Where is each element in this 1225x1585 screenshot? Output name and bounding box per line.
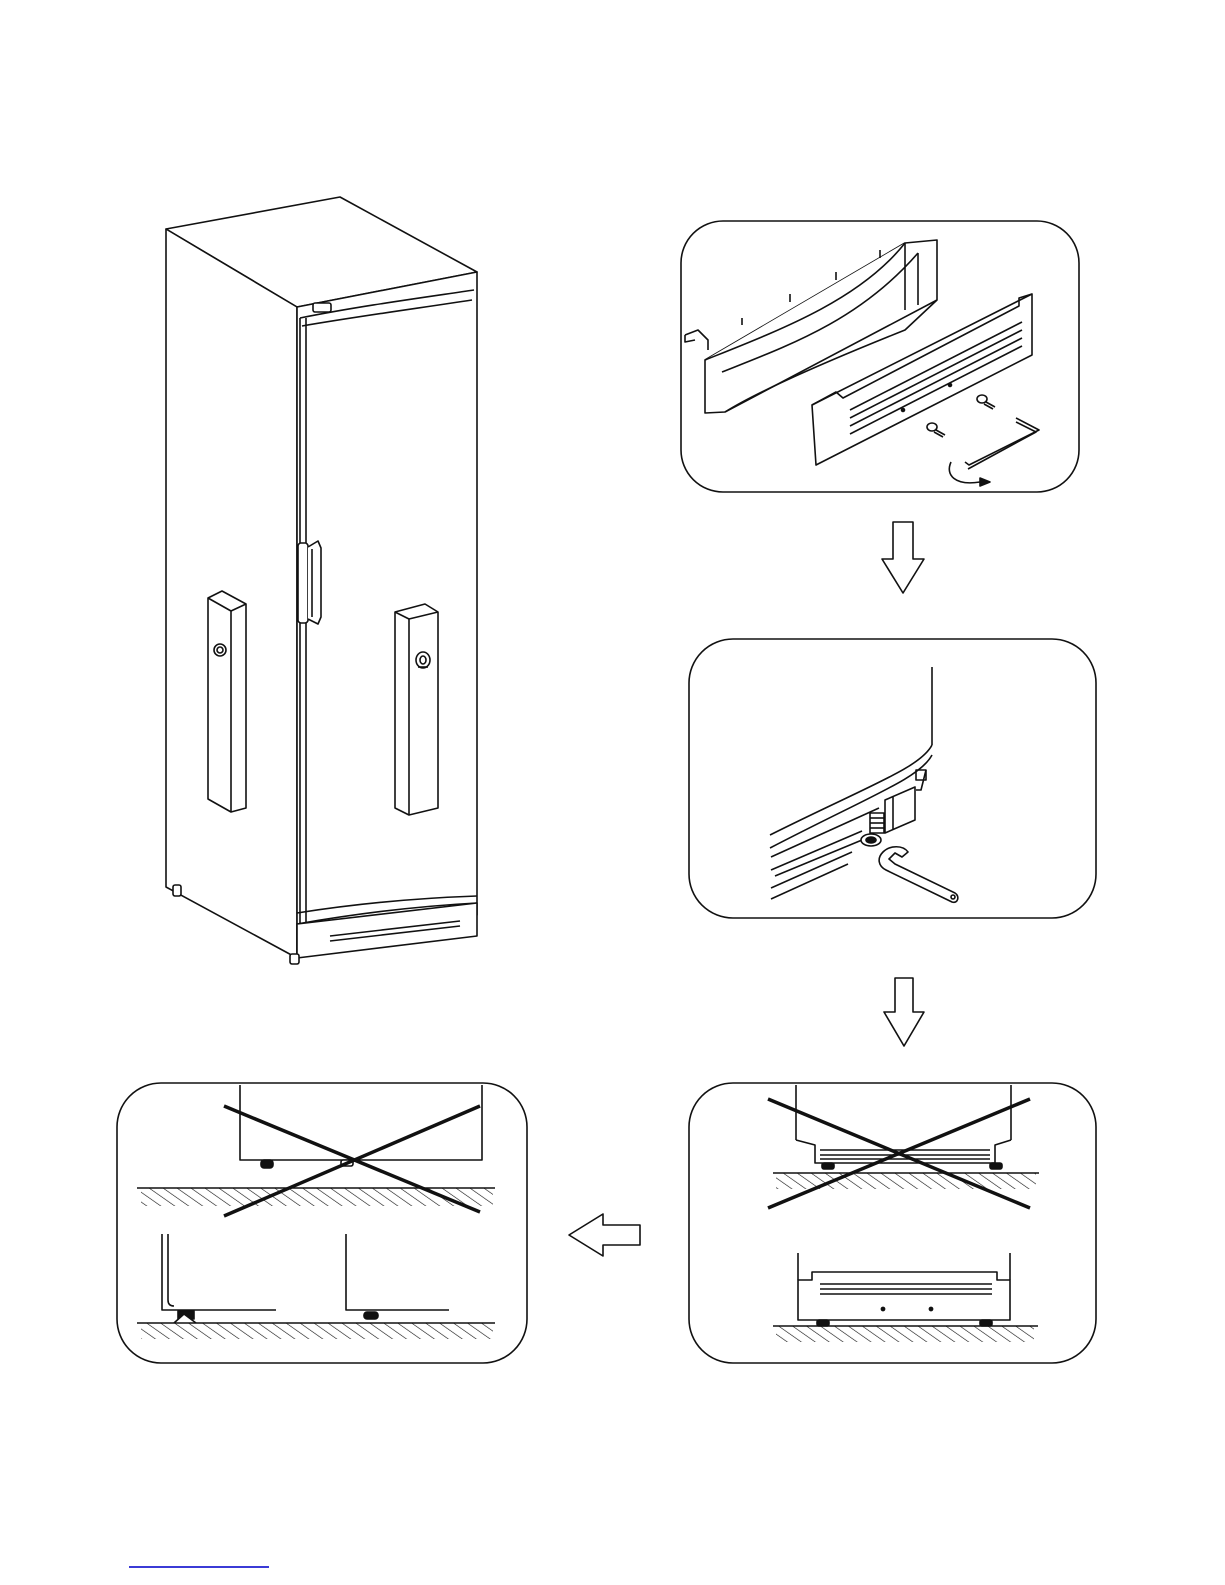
panel-kickplate-fit: [689, 1083, 1096, 1363]
panel-adjust-feet: [689, 639, 1096, 918]
down-arrow: [884, 978, 924, 1046]
freezer-cabinet: [166, 197, 477, 964]
left-arrow: [569, 1214, 640, 1256]
panel-kickplate-parts: [681, 221, 1079, 492]
panel-feet-level: [117, 1083, 527, 1363]
down-arrow: [882, 522, 924, 593]
footer-rule: [129, 1566, 269, 1568]
